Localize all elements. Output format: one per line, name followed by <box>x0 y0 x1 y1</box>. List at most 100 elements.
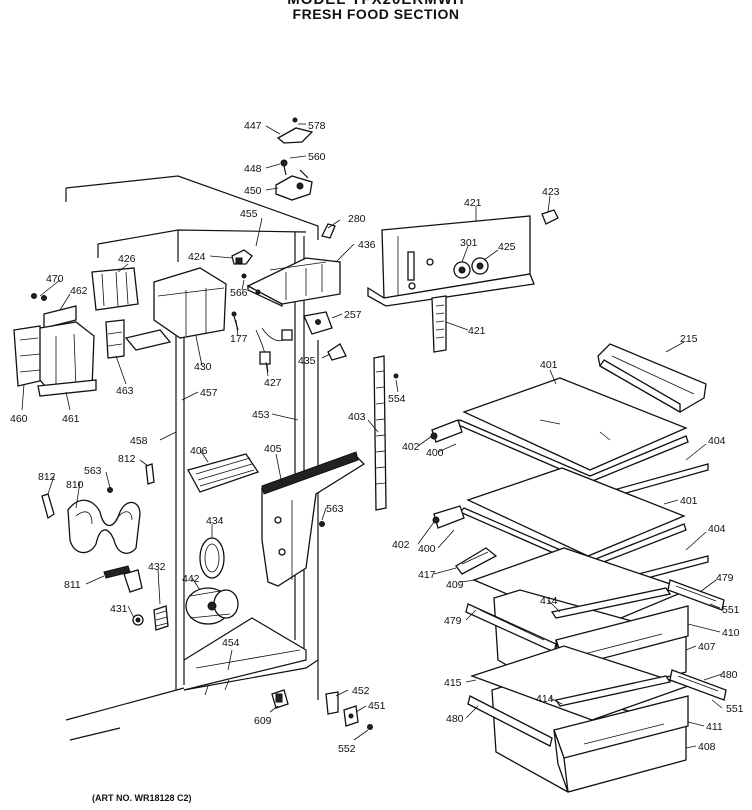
callout-401-upper: 401 <box>540 359 558 371</box>
callout-421-top: 421 <box>464 197 482 209</box>
callout-551-upper: 551 <box>722 604 740 616</box>
part-417-crisper-cover <box>455 547 498 575</box>
part-451-hinge <box>343 705 359 727</box>
part-414-rail-lower <box>554 675 672 707</box>
callout-479-right: 479 <box>716 572 734 584</box>
model-title: MODEL TFX20ERMWH <box>0 0 752 8</box>
callout-563-left: 563 <box>84 465 102 477</box>
callout-453: 453 <box>252 409 270 421</box>
part-426-bracket <box>91 267 139 311</box>
callout-427: 427 <box>264 377 282 389</box>
callout-414-upper: 414 <box>540 595 558 607</box>
callout-480-right: 480 <box>720 669 738 681</box>
callout-430: 430 <box>194 361 212 373</box>
part-414-rail-upper <box>550 587 672 619</box>
callout-450: 450 <box>244 185 262 197</box>
callout-566: 566 <box>230 287 248 299</box>
part-479-rail-right <box>667 579 725 611</box>
callout-470: 470 <box>46 273 64 285</box>
leader-lines <box>21 123 723 749</box>
callout-812-right: 812 <box>118 453 136 465</box>
part-442-fan-motor <box>185 587 239 625</box>
part-403-shelf-ladder <box>373 355 399 511</box>
part-430-cover <box>124 267 227 351</box>
callout-551-lower: 551 <box>726 703 744 715</box>
part-563-screw-right <box>319 521 325 527</box>
callout-452: 452 <box>352 685 370 697</box>
callout-431: 431 <box>110 603 128 615</box>
callout-609: 609 <box>254 715 272 727</box>
part-427-harness <box>231 273 293 373</box>
part-435-clip <box>327 343 347 361</box>
part-563-screw-left <box>107 487 113 493</box>
callout-410: 410 <box>722 627 740 639</box>
part-280-clip <box>321 223 336 239</box>
callout-554: 554 <box>388 393 406 405</box>
callout-402-upper: 402 <box>402 441 420 453</box>
callout-411: 411 <box>706 721 723 733</box>
callout-257: 257 <box>344 309 362 321</box>
callout-479-left: 479 <box>444 615 462 627</box>
callout-401-lower: 401 <box>680 495 698 507</box>
callout-811: 811 <box>64 579 81 591</box>
section-title: FRESH FOOD SECTION <box>292 6 460 22</box>
part-463-clip <box>105 319 125 359</box>
callout-435: 435 <box>298 355 316 367</box>
callout-424: 424 <box>188 251 206 263</box>
callout-177: 177 <box>230 333 248 345</box>
callout-labels: 447 578 448 560 450 455 280 436 424 426 … <box>10 120 744 755</box>
callout-404-lower: 404 <box>708 523 726 535</box>
part-421-thermometer <box>431 295 447 353</box>
part-406-grille <box>187 453 260 493</box>
callout-457: 457 <box>200 387 218 399</box>
callout-434: 434 <box>206 515 224 527</box>
callout-458: 458 <box>130 435 148 447</box>
callout-461: 461 <box>62 413 80 425</box>
part-431-grommet <box>132 614 144 626</box>
callout-414-lower: 414 <box>536 693 554 705</box>
callout-423: 423 <box>542 186 560 198</box>
part-462-damper <box>43 305 77 329</box>
callout-425: 425 <box>498 241 516 253</box>
part-257-relay <box>303 311 333 335</box>
part-480-rail-right <box>669 669 727 701</box>
part-552-screw <box>367 724 373 730</box>
callout-451: 451 <box>368 700 386 712</box>
callout-463: 463 <box>116 385 134 397</box>
callout-810: 810 <box>66 479 84 491</box>
callout-563-right: 563 <box>326 503 344 515</box>
callout-436: 436 <box>358 239 376 251</box>
part-609-roller <box>271 689 289 709</box>
part-405-air-duct <box>261 451 366 587</box>
part-432-spring <box>153 605 169 631</box>
callout-432: 432 <box>148 561 166 573</box>
callout-447: 447 <box>244 120 262 132</box>
callout-454: 454 <box>222 637 240 649</box>
callout-215: 215 <box>680 333 698 345</box>
part-447-cap <box>276 117 314 144</box>
callout-421-bottom: 421 <box>468 325 486 337</box>
callout-455: 455 <box>240 208 258 220</box>
part-470-screw <box>31 293 47 301</box>
callout-442: 442 <box>182 573 200 585</box>
callout-301: 301 <box>460 237 478 249</box>
callout-406: 406 <box>190 445 208 457</box>
callout-400-lower: 400 <box>418 543 436 555</box>
callout-407: 407 <box>698 641 716 653</box>
part-434-shroud <box>199 537 225 579</box>
part-421-control-panel <box>367 215 535 307</box>
callout-812-left: 812 <box>38 471 56 483</box>
callout-405: 405 <box>264 443 282 455</box>
part-215-bin <box>597 343 707 414</box>
art-number: (ART NO. WR18128 C2) <box>92 793 192 803</box>
part-423-knob <box>541 209 559 225</box>
callout-415: 415 <box>444 677 462 689</box>
callout-408: 408 <box>698 741 716 753</box>
callout-560: 560 <box>308 151 326 163</box>
part-450-bracket <box>275 159 313 201</box>
part-811-cap <box>103 565 143 593</box>
part-812-tube <box>41 463 155 520</box>
callout-480-left: 480 <box>446 713 464 725</box>
